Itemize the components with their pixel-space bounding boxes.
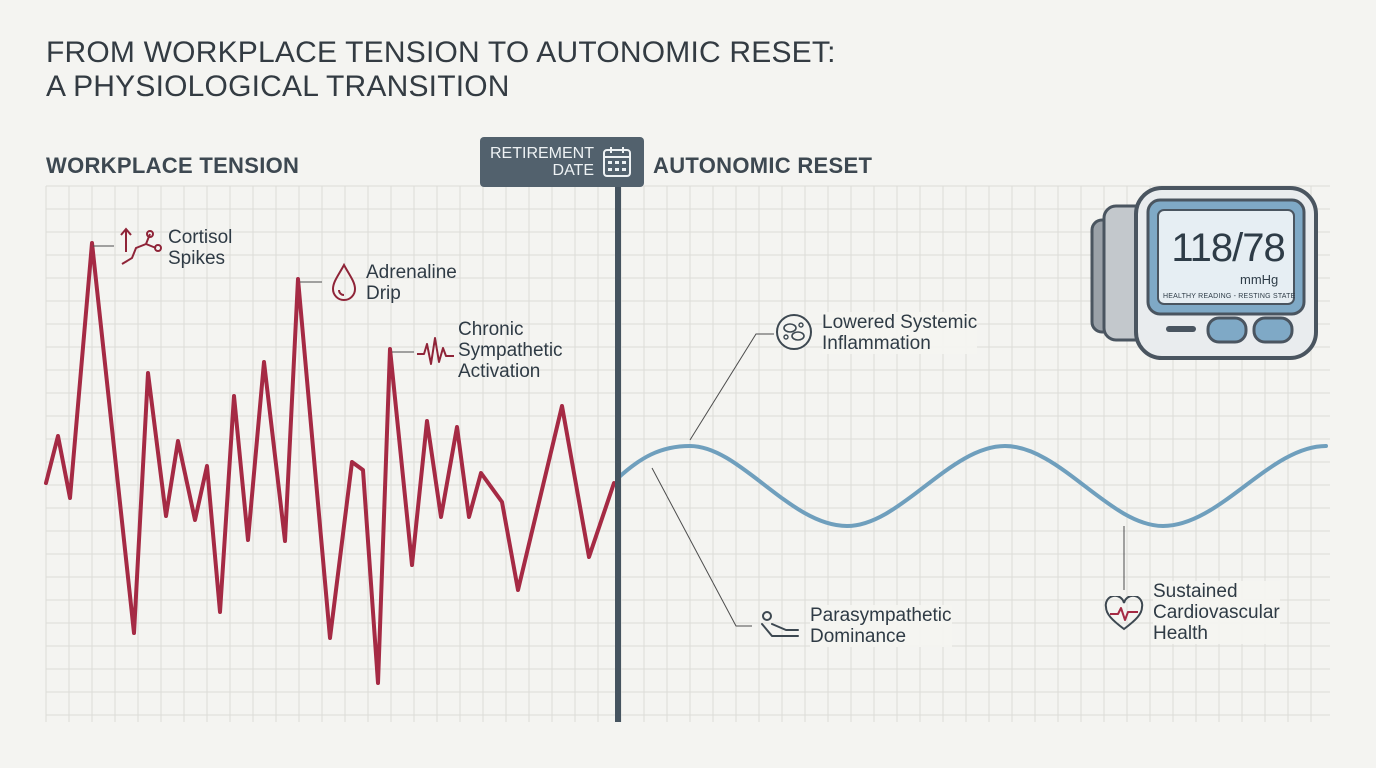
annotation-sympathetic-line-1: Chronic [458,319,524,340]
annotation-inflammation-line-2: Inflammation [822,333,931,354]
annotation-cortisol: Cortisol Spikes [168,227,232,269]
annotation-parasympathetic-line-1: Parasympathetic [810,605,952,626]
bp-unit: mmHg [1240,272,1279,287]
annotation-parasympathetic: Parasympathetic Dominance [810,605,952,647]
annotation-cortisol-line-2: Spikes [168,248,226,269]
leader-inflammation [689,333,774,441]
marker-line-2: DATE [552,162,594,179]
annotation-sympathetic-line-2: Sympathetic [458,340,563,361]
bp-status: HEALTHY READING - RESTING STATE [1163,293,1296,300]
title-line-2: A PHYSIOLOGICAL TRANSITION [46,70,510,103]
retirement-date-marker: RETIREMENT DATE [480,137,644,187]
heart-pulse-icon [1104,596,1144,631]
calm-signal-line [616,443,1328,529]
bp-reading: 118/78 [1171,226,1285,270]
section-label-autonomic-reset: AUTONOMIC RESET [653,153,873,178]
page-title: FROM WORKPLACE TENSION TO AUTONOMIC RESE… [46,36,836,104]
annotation-inflammation-line-1: Lowered Systemic [822,312,978,333]
title-line-1: FROM WORKPLACE TENSION TO AUTONOMIC RESE… [46,36,836,69]
annotation-cardio-line-2: Cardiovascular [1153,602,1280,623]
annotation-sympathetic: Chronic Sympathetic Activation [458,319,563,382]
annotation-inflammation: Lowered Systemic Inflammation [822,312,978,354]
stress-signal-line [44,241,616,685]
annotation-parasympathetic-line-2: Dominance [810,626,907,647]
annotation-adrenaline-line-1: Adrenaline [366,262,457,283]
cell-icon [776,314,812,350]
blood-pressure-monitor-icon [1090,186,1318,360]
molecule-arrow-icon [120,227,162,265]
annotation-cortisol-line-1: Cortisol [168,227,233,248]
annotation-adrenaline: Adrenaline Drip [366,262,457,304]
marker-line-1: RETIREMENT [490,145,594,162]
annotation-cardio-line-1: Sustained [1153,581,1238,602]
retirement-date-label: RETIREMENT DATE [488,145,594,179]
annotation-cardio: Sustained Cardiovascular Health [1153,581,1280,644]
annotation-sympathetic-line-3: Activation [458,361,541,382]
drop-icon [331,262,357,301]
pulse-icon [417,337,454,365]
section-label-workplace-tension: WORKPLACE TENSION [46,153,300,178]
annotation-adrenaline-line-2: Drip [366,283,401,304]
leader-parasympathetic [651,467,752,627]
reclining-person-icon [761,611,799,637]
annotation-cardio-line-3: Health [1153,623,1208,644]
calendar-icon [603,147,631,177]
